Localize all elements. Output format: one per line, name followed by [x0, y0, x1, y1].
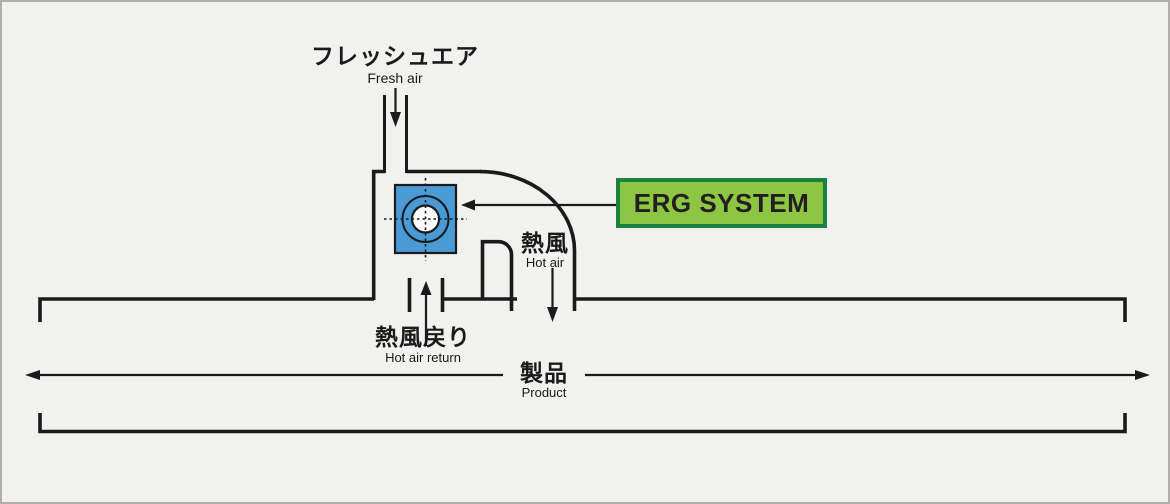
fresh-air-flow-arrow — [390, 88, 401, 127]
oven-bottom-bracket — [38, 413, 1127, 434]
hot-air-return-arrow — [420, 281, 432, 346]
product-label-en: Product — [521, 385, 567, 400]
hot-air-label-en: Hot air — [525, 255, 565, 270]
erg-system-label-text: ERG SYSTEM — [633, 188, 810, 218]
hot-air-return-label-en: Hot air return — [385, 350, 461, 365]
hot-air-label-jp: 熱風 — [521, 230, 569, 256]
fresh-air-duct — [383, 95, 408, 173]
erg-pointer-arrow — [461, 199, 616, 211]
oven-top-line — [38, 278, 1127, 322]
fresh-air-label-en: Fresh air — [367, 70, 423, 86]
fresh-air-label-jp: フレッシュエア — [311, 43, 479, 69]
erg-unit — [384, 178, 467, 261]
erg-system-label: ERG SYSTEM — [616, 178, 827, 228]
product-flow-line — [25, 370, 1150, 380]
product-label-jp: 製品 — [520, 360, 568, 386]
hot-air-return-label-jp: 熱風戻り — [375, 324, 471, 350]
heat-exchanger-chamber — [371, 169, 577, 311]
hot-air-flow-arrow — [547, 268, 558, 322]
